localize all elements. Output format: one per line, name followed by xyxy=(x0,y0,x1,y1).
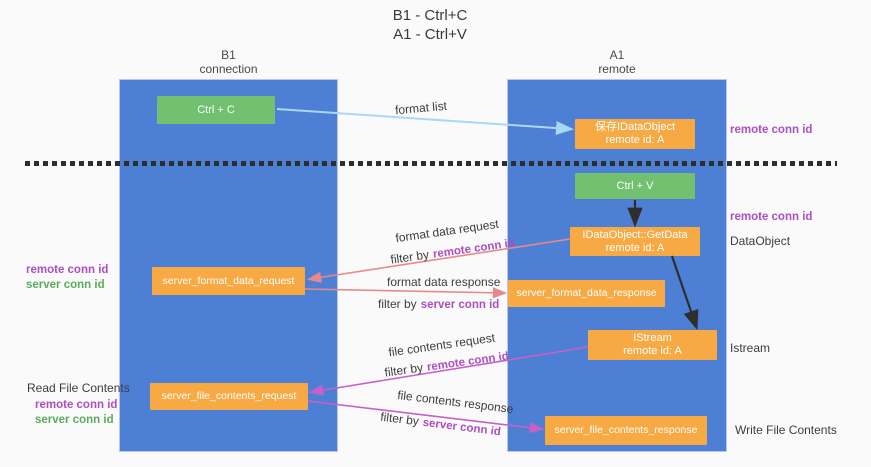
right-remote-conn-id-label-2: remote conn id xyxy=(730,211,813,223)
file-contents-response-label: file contents response xyxy=(396,387,515,417)
idataobject-getdata-line2: remote id: A xyxy=(605,241,665,254)
lifeline-b1-name: B1 xyxy=(221,48,236,62)
lifeline-a1-name: A1 xyxy=(609,48,625,62)
filter-by-text: filter by xyxy=(379,409,420,429)
ctrl-c-box: Ctrl + C xyxy=(157,96,275,124)
ctrl-v-box: Ctrl + V xyxy=(575,173,695,199)
server-format-data-response-box: server_format_data_response xyxy=(508,280,665,307)
server-format-data-response-label: server_format_data_response xyxy=(516,287,657,299)
diagram-title-line1: B1 - Ctrl+C xyxy=(392,7,468,24)
istream-box: IStream remote id: A xyxy=(588,330,717,360)
save-idataobject-line2: remote id: A xyxy=(605,134,665,146)
format-data-response-label: format data response xyxy=(387,275,501,289)
filter-by-text: filter by xyxy=(383,360,424,380)
remote-conn-id-text: remote conn id xyxy=(426,350,510,374)
server-format-data-request-box: server_format_data_request xyxy=(152,267,305,295)
left-remote-conn-id-label-1: remote conn id xyxy=(26,264,109,276)
remote-conn-id-text: remote conn id xyxy=(432,237,516,261)
server-format-data-request-label: server_format_data_request xyxy=(162,274,295,287)
diagram-title-line2: A1 - Ctrl+V xyxy=(393,26,467,43)
format-list-label: format list xyxy=(394,98,448,118)
ctrl-c-label: Ctrl + C xyxy=(197,103,235,116)
filter-by-text: filter by xyxy=(389,247,430,267)
server-file-contents-request-box: server_file_contents_request xyxy=(150,383,308,410)
dataobject-label: DataObject xyxy=(730,234,791,248)
ctrl-v-label: Ctrl + V xyxy=(616,179,654,192)
read-file-contents-label: Read File Contents xyxy=(27,381,130,395)
left-server-conn-id-label-2: server conn id xyxy=(35,414,114,426)
lifeline-b1-subtitle: connection xyxy=(199,62,258,76)
write-file-contents-label: Write File Contents xyxy=(735,423,837,437)
server-file-contents-request-label: server_file_contents_request xyxy=(161,390,297,402)
server-conn-id-text: server conn id xyxy=(420,299,500,311)
diagram-title: B1 - Ctrl+C A1 - Ctrl+V xyxy=(280,6,580,44)
lifeline-a1-subtitle: remote xyxy=(598,62,636,76)
save-idataobject-line1: 保存IDataObject xyxy=(594,121,676,133)
server-file-contents-response-label: server_file_contents_response xyxy=(554,424,698,436)
server-file-contents-response-box: server_file_contents_response xyxy=(545,416,707,445)
left-server-conn-id-label-1: server conn id xyxy=(26,279,105,291)
istream-line2: remote id: A xyxy=(623,345,682,357)
phase-separator-dashed-line xyxy=(25,161,837,166)
idataobject-getdata-box: IDataObject::GetData remote id: A xyxy=(570,227,700,256)
lifeline-b1-header: B1 connection xyxy=(119,48,338,76)
left-remote-conn-id-label-2: remote conn id xyxy=(35,399,118,411)
filter-by-text: filter by xyxy=(378,297,417,311)
istream-side-label: Istream xyxy=(730,341,771,355)
save-idataobject-box: 保存IDataObject remote id: A xyxy=(575,119,695,149)
server-conn-id-text: server conn id xyxy=(421,416,502,439)
idataobject-getdata-line1: IDataObject::GetData xyxy=(582,228,688,241)
istream-line1: IStream xyxy=(633,332,672,344)
lifeline-a1-header: A1 remote xyxy=(507,48,727,76)
right-remote-conn-id-label-1: remote conn id xyxy=(730,124,813,136)
